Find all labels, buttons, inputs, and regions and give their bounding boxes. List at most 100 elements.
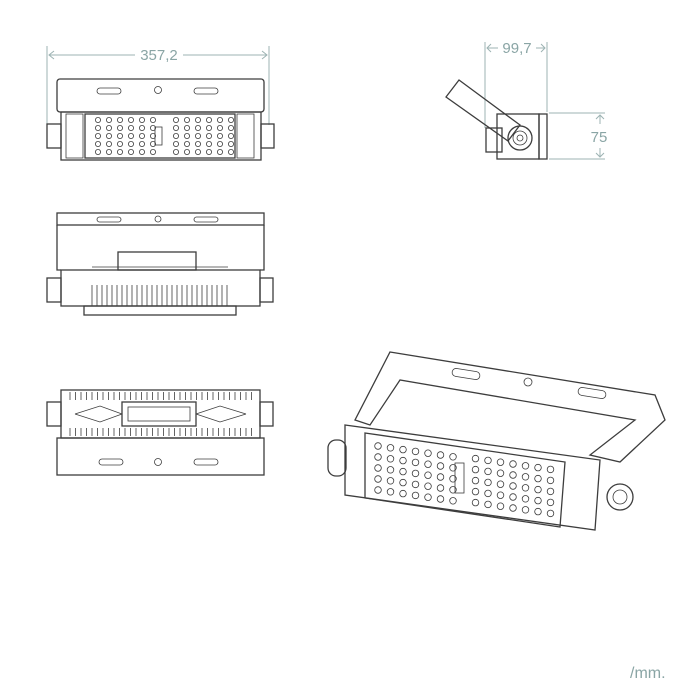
led-dot [436,462,445,470]
led-dot [95,132,102,139]
side-view: 99,7 75 [445,40,608,160]
led-dot [194,132,201,139]
led-dot [496,469,505,477]
led-dot [521,473,530,481]
led-dot [138,140,145,147]
led-dot [216,132,223,139]
led-dot [149,148,156,155]
led-dot [411,491,420,500]
led-dot [546,465,555,474]
led-dot [424,449,432,457]
led-dot [399,467,407,476]
led-dot [449,464,457,472]
led-dot [95,148,102,155]
led-dot [106,148,113,155]
led-dot [496,502,505,510]
led-dot [117,140,124,147]
led-dot [484,456,492,465]
led-dot [521,495,530,503]
led-dot [106,132,113,139]
led-dot [227,125,234,132]
led-dot [149,132,156,139]
led-dot [484,478,492,487]
led-dot [117,132,124,139]
led-dot [386,444,395,452]
led-dot [205,125,212,132]
height-dimension-label: 75 [591,129,608,146]
led-dot [534,474,542,483]
led-dot [149,140,156,147]
led-dot [95,140,102,147]
led-dot [227,140,234,147]
unit-label: /mm. [630,665,666,682]
led-dot [521,462,530,470]
led-dot [194,125,201,132]
led-dot [95,117,102,124]
led-dot [399,489,407,498]
led-dot [106,117,113,124]
led-dot [227,148,234,155]
led-dot [216,117,223,124]
led-dot [471,498,480,507]
led-dot [496,480,505,488]
led-dot [117,148,124,155]
led-dot [138,125,145,132]
front-view [46,78,275,161]
led-dot [534,485,542,494]
led-dot [471,476,480,485]
led-dot [183,132,190,139]
led-dot [436,495,445,503]
led-dot [546,487,555,496]
led-dot [411,447,420,456]
led-dot [449,497,457,505]
led-dot [411,458,420,467]
led-dot [374,464,382,472]
led-dot [227,117,234,124]
led-dot [496,458,505,466]
led-dot [449,475,457,483]
led-dot [172,125,179,132]
led-dot [484,489,492,498]
led-dot [496,491,505,499]
led-dot [106,140,113,147]
led-dot [546,498,555,507]
led-dot [471,487,480,496]
led-dot [534,496,542,505]
led-dot [509,460,517,468]
back-view [46,212,274,316]
led-dot [424,482,432,490]
led-dot [138,148,145,155]
led-dot [386,455,395,463]
width-dimension-label: 357,2 [140,47,178,64]
led-dot [205,140,212,147]
led-dot [117,125,124,132]
led-dot [138,117,145,124]
led-dot [471,465,480,474]
led-dot [172,117,179,124]
led-dot [399,445,407,454]
led-dot [183,125,190,132]
led-dot [546,509,555,518]
led-dot [183,117,190,124]
led-dot [386,466,395,474]
led-dot [449,453,457,461]
led-dot [127,125,134,132]
led-dot [127,148,134,155]
led-dot [521,506,530,514]
led-dot [127,132,134,139]
led-dot [138,132,145,139]
led-dot [194,117,201,124]
led-dot [95,125,102,132]
led-dot [534,463,542,472]
led-dot [509,471,517,479]
led-dot [194,148,201,155]
led-dot [149,125,156,132]
led-dot [205,117,212,124]
led-dot [436,451,445,459]
led-dot [424,493,432,501]
led-dot [436,473,445,481]
led-dot [521,484,530,492]
led-dot [374,442,382,450]
led-dot [374,475,382,483]
led-dot [546,476,555,485]
